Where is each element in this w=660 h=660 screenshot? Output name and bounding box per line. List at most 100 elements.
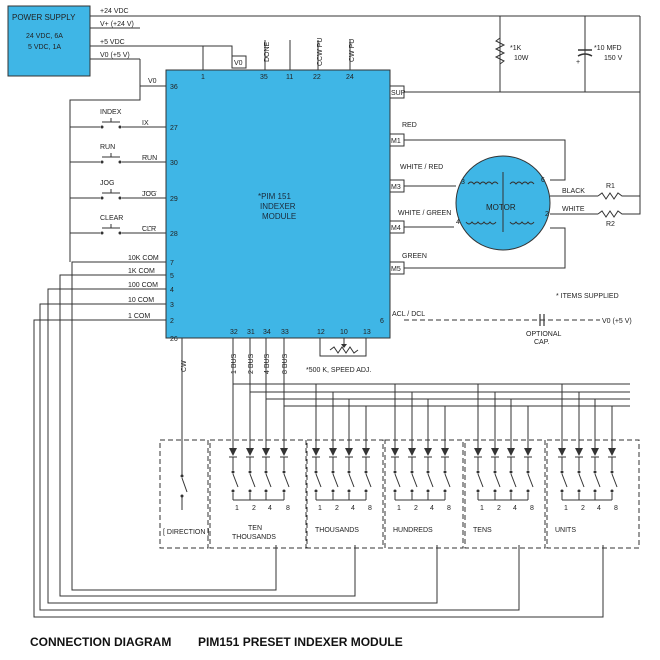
bank-label-2: THOUSANDS	[315, 527, 359, 534]
rail-label-v0: V0 (+5 V)	[100, 52, 130, 59]
diode-icon	[408, 448, 416, 456]
switch-contact	[282, 470, 286, 474]
switch-contact	[610, 489, 614, 493]
switch-contact	[118, 160, 122, 164]
top-pin-1: 1	[201, 74, 205, 81]
left-pin-2: 2	[170, 318, 174, 325]
right-pin-label-0: SUP	[391, 90, 406, 97]
indexer-module: *PIM 151 INDEXER MODULE	[165, 69, 391, 339]
diode-icon	[591, 448, 599, 456]
left-pin-label-9: 1 COM	[128, 313, 150, 320]
motor-terminal-2: 2	[545, 211, 549, 218]
switch-label-jog: JOG	[100, 180, 114, 187]
items-supplied-note: * ITEMS SUPPLIED	[556, 293, 619, 300]
power-supply-box	[7, 5, 91, 77]
bcd-weight-label: 4	[430, 505, 434, 512]
switch-contact	[610, 470, 614, 474]
diode-icon	[491, 448, 499, 456]
bcd-weight-label: 8	[614, 505, 618, 512]
switch-contact	[100, 231, 104, 235]
switch-contact	[347, 470, 351, 474]
bottom-pin-label-2: 4 BUS	[264, 353, 271, 374]
switch-contact	[443, 470, 447, 474]
capacitor-polarity: +	[576, 59, 580, 66]
speed-adjust-label: *500 K, SPEED ADJ.	[306, 367, 371, 374]
capacitor-voltage: 150 V	[604, 55, 623, 62]
switch-label-clear: CLEAR	[100, 215, 123, 222]
wire-white: WHITE	[562, 206, 585, 213]
switch-label-index: INDEX	[100, 109, 122, 116]
bank-label-1-2: THOUSANDS	[232, 534, 276, 541]
resistor-1k-watts: 10W	[514, 55, 529, 62]
motor: MOTOR 3 6 4 2	[455, 155, 551, 251]
switch-contact	[118, 196, 122, 200]
left-pin-label-6: 1K COM	[128, 268, 155, 275]
left-pin-28: 28	[170, 231, 178, 238]
bcd-weight-label: 4	[351, 505, 355, 512]
switch-contact	[100, 160, 104, 164]
rail-label-vplus: V+ (+24 V)	[100, 21, 134, 28]
switch-contact	[410, 489, 414, 493]
motor-terminal-6: 6	[541, 177, 545, 184]
switch-contact	[231, 489, 235, 493]
switch-contact	[410, 470, 414, 474]
diode-icon	[424, 448, 432, 456]
bcd-weight-label: 4	[268, 505, 272, 512]
switch-bank-5	[546, 439, 640, 549]
rail-label-5vdc: +5 VDC	[100, 39, 125, 46]
bottom-pin-12: 12	[317, 329, 325, 336]
diode-icon	[280, 448, 288, 456]
diode-icon	[262, 448, 270, 456]
bottom-pin-13: 13	[363, 329, 371, 336]
module-body	[165, 69, 391, 339]
switch-contact	[314, 489, 318, 493]
left-pin-26: 26	[170, 336, 178, 343]
switch-contact	[231, 470, 235, 474]
wire-white-green: WHITE / GREEN	[398, 210, 451, 217]
switch-contact	[118, 125, 122, 129]
switch-contact	[364, 489, 368, 493]
bottom-pin-label-cw: CW	[181, 360, 188, 372]
left-pin-label-1: IX	[142, 120, 149, 127]
switch-contact	[476, 470, 480, 474]
motor-label: MOTOR	[486, 203, 516, 212]
diode-icon	[474, 448, 482, 456]
bottom-pin-10: 10	[340, 329, 348, 336]
left-pin-27: 27	[170, 125, 178, 132]
top-pin-22: 22	[313, 74, 321, 81]
diode-icon	[329, 448, 337, 456]
top-pin-label-cw-pu: CW PU	[349, 39, 356, 62]
motor-terminal-4: 4	[456, 219, 460, 226]
switch-contact	[476, 489, 480, 493]
bank-label-direction: [ DIRECTION ]	[163, 529, 209, 536]
power-supply: POWER SUPPLY 24 VDC, 6A 5 VDC, 1A	[7, 5, 91, 77]
switch-contact	[577, 489, 581, 493]
switch-label-run: RUN	[100, 144, 115, 151]
left-pin-label-5: 10K COM	[128, 255, 159, 262]
switch-contact	[393, 470, 397, 474]
module-top-pins: 1 35 11 22 24 DONE CCW PU CW PU	[201, 38, 356, 81]
optional-cap-line1: OPTIONAL	[526, 331, 562, 338]
right-pin-label-2: M3	[391, 184, 401, 191]
diode-icon	[312, 448, 320, 456]
switch-contact	[331, 470, 335, 474]
diode-icon	[575, 448, 583, 456]
switch-contact	[493, 489, 497, 493]
switch-contact	[426, 489, 430, 493]
resistor-r1-label: R1	[606, 183, 615, 190]
bcd-weight-label: 4	[513, 505, 517, 512]
title-connection-diagram: CONNECTION DIAGRAM	[30, 635, 171, 649]
bottom-pin-31: 31	[247, 329, 255, 336]
left-pin-3: 3	[170, 302, 174, 309]
top-pin-11: 11	[286, 74, 293, 81]
optional-capacitor: OPTIONAL CAP. V0 (+5 V)	[404, 314, 632, 346]
resistor-r2-label: R2	[606, 221, 615, 228]
left-pin-4: 4	[170, 287, 174, 294]
bottom-pin-label-0: 1 BUS	[231, 353, 238, 374]
bottom-pin-label-1: 2 BUS	[248, 353, 255, 374]
bcd-weight-label: 2	[497, 505, 501, 512]
